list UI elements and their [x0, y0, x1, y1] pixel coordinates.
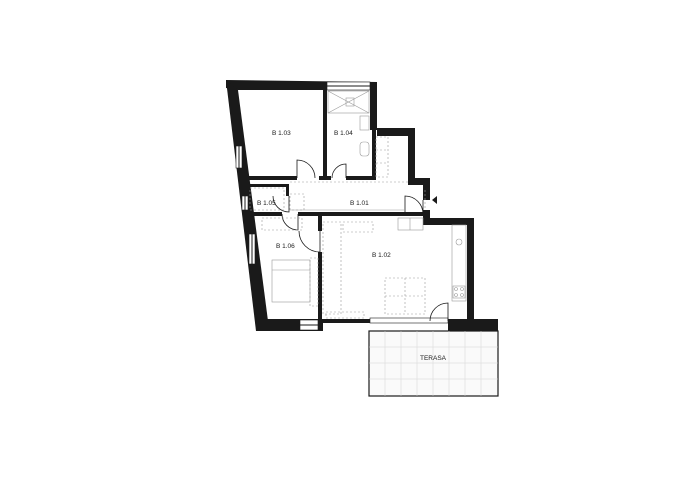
terrace [368, 330, 499, 397]
furniture [249, 187, 426, 319]
bed-b106 [271, 259, 311, 303]
room-label-b104: B 1.04 [334, 130, 353, 137]
door-b105 [272, 195, 290, 213]
door-b106-a [281, 213, 299, 231]
bathroom-fixtures [327, 90, 389, 178]
room-label-terasa: TERASA [420, 355, 447, 362]
door-b104 [331, 163, 347, 179]
room-label-b102: B 1.02 [372, 252, 391, 259]
doors [272, 159, 449, 322]
terrace-paving [369, 331, 498, 396]
room-label-b103: B 1.03 [272, 130, 291, 137]
door-entrance [404, 195, 424, 215]
room-label-b105: B 1.05 [257, 200, 276, 207]
sofa [322, 221, 342, 315]
door-b103 [296, 159, 316, 179]
room-label-b101: B 1.01 [350, 200, 369, 207]
door-b106 [298, 230, 321, 253]
kitchen-counters [397, 217, 467, 302]
entrance-arrow-icon [432, 196, 437, 204]
terrace-door-glazing [369, 317, 449, 324]
room-labels: B 1.03 B 1.04 B 1.05 B 1.01 B 1.06 B 1.0… [257, 130, 447, 362]
room-label-b106: B 1.06 [276, 243, 295, 250]
interior-walls [248, 88, 425, 322]
corridor [290, 181, 408, 211]
door-terrace [429, 302, 449, 322]
